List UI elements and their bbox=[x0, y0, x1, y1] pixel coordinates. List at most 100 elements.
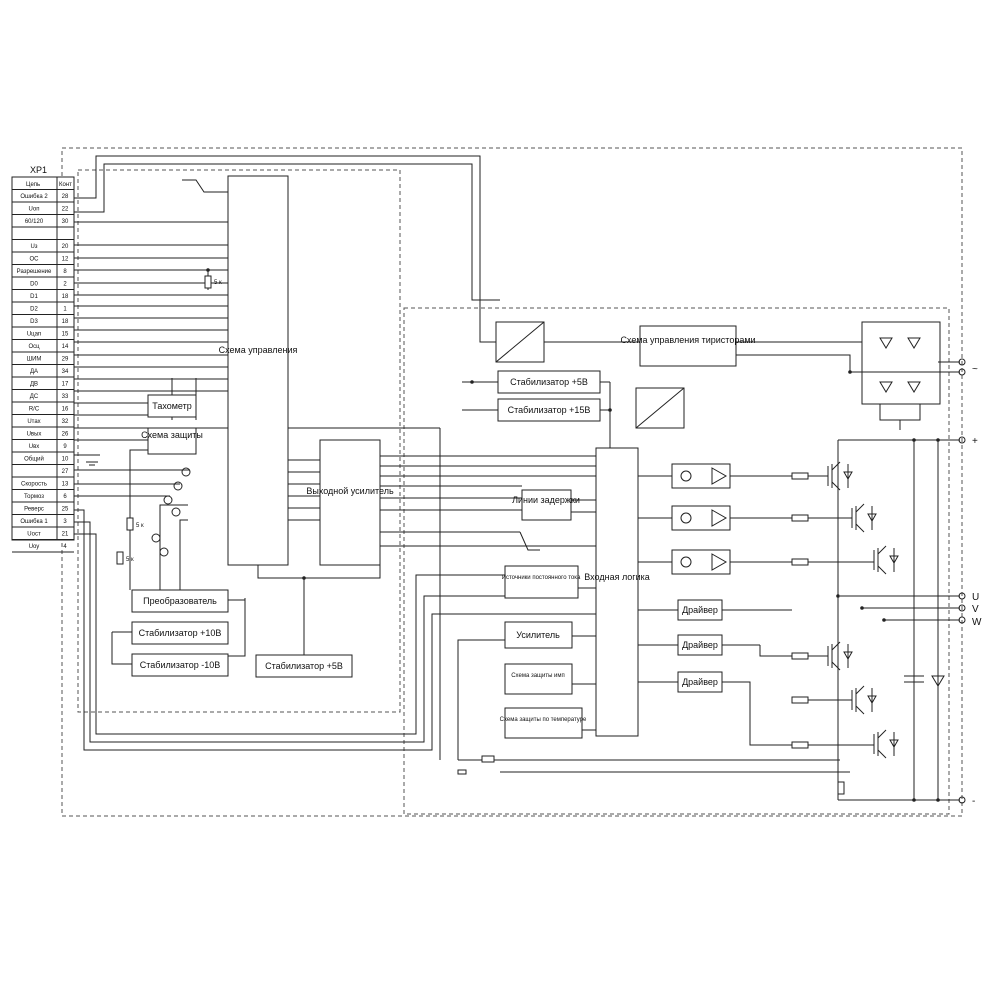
ground-symbol bbox=[86, 461, 98, 466]
pin-number: 17 bbox=[62, 382, 69, 388]
svg-text:Тахометр: Тахометр bbox=[152, 401, 192, 411]
pin-name: Ошибка 1 bbox=[20, 519, 48, 525]
control-scheme-block: Схема управления bbox=[219, 175, 297, 566]
pin-number: 1 bbox=[63, 307, 67, 313]
pin-number: 27 bbox=[62, 469, 69, 475]
pin-name: Ошибка 2 bbox=[20, 194, 48, 200]
svg-text:Стабилизатор +15В: Стабилизатор +15В bbox=[508, 405, 591, 415]
protection-block: Схема защиты bbox=[141, 427, 203, 455]
stabilizer-minus10-block: Стабилизатор -10В bbox=[131, 653, 229, 677]
terminal-ac-2 bbox=[958, 368, 966, 376]
header-contact: Конт bbox=[59, 182, 72, 188]
dc-converter-top bbox=[495, 321, 545, 363]
pin-name: ДС bbox=[30, 394, 39, 400]
svg-text:Драйвер: Драйвер bbox=[682, 640, 718, 650]
igbt-6 bbox=[873, 729, 899, 759]
terminal-u-label: U bbox=[972, 592, 979, 603]
svg-text:Стабилизатор +5В: Стабилизатор +5В bbox=[265, 661, 343, 671]
pin-name: Uоп bbox=[29, 207, 40, 213]
tachometer-block: Тахометр bbox=[147, 394, 197, 418]
pin-number: 30 bbox=[62, 219, 69, 225]
pin-number: 12 bbox=[62, 257, 69, 263]
pin-number: 25 bbox=[62, 507, 69, 513]
svg-text:Стабилизатор -10В: Стабилизатор -10В bbox=[140, 660, 220, 670]
stabilizer-15v-block: Стабилизатор +15В bbox=[497, 398, 601, 422]
current-sources-block: Источники постоянного тока bbox=[502, 565, 581, 599]
amplifier-block: Усилитель bbox=[504, 621, 573, 649]
pin-name: R/C bbox=[29, 407, 40, 413]
pin-name: D0 bbox=[30, 282, 38, 288]
transistor-symbols-left bbox=[151, 467, 191, 557]
svg-text:Схема защиты: Схема защиты bbox=[141, 430, 203, 440]
svg-text:Преобразователь: Преобразователь bbox=[143, 596, 217, 606]
svg-text:Драйвер: Драйвер bbox=[682, 605, 718, 615]
gate-resistors bbox=[791, 472, 809, 749]
svg-text:5 к: 5 к bbox=[214, 280, 222, 286]
terminal-plus bbox=[958, 436, 966, 444]
pin-number: 22 bbox=[62, 207, 69, 213]
resistor-temp bbox=[837, 781, 845, 795]
dc-converter-mid bbox=[635, 387, 685, 429]
bridge-diodes bbox=[879, 337, 921, 393]
pin-name: ШИМ bbox=[27, 357, 42, 363]
pin-number: 26 bbox=[62, 432, 69, 438]
svg-text:Схема защиты имп: Схема защиты имп bbox=[511, 673, 565, 679]
pin-number: 18 bbox=[62, 319, 69, 325]
terminal-minus bbox=[958, 796, 966, 804]
pin-name: Разрешение bbox=[17, 269, 52, 275]
terminal-v bbox=[958, 604, 966, 612]
pin-name: ДВ bbox=[30, 382, 38, 388]
pin-name: Тормоз bbox=[24, 494, 44, 500]
stabilizer-5v-right-block: Стабилизатор +5В bbox=[497, 370, 601, 394]
igbt-3 bbox=[873, 545, 899, 575]
optocouplers bbox=[671, 463, 731, 575]
pin-name: D1 bbox=[30, 294, 38, 300]
terminal-ac-1 bbox=[958, 358, 966, 366]
svg-text:Схема защиты по температуре: Схема защиты по температуре bbox=[500, 717, 587, 723]
pin-name: Реверс bbox=[24, 507, 44, 513]
terminal-plus-label: + bbox=[972, 436, 978, 447]
pin-number: 16 bbox=[62, 407, 69, 413]
pin-number: 15 bbox=[62, 332, 69, 338]
pin-name: ДА bbox=[30, 369, 38, 375]
stabilizer-plus10-block: Стабилизатор +10В bbox=[131, 621, 229, 645]
capacitor-bottom bbox=[457, 769, 467, 775]
pin-name: D3 bbox=[30, 319, 38, 325]
pulse-protection-block: Схема защиты имп bbox=[504, 663, 573, 695]
pin-number: 32 bbox=[62, 419, 69, 425]
pin-name: Uоу bbox=[29, 544, 40, 550]
header-circuit: Цепь bbox=[26, 182, 40, 188]
pin-name: Uтах bbox=[27, 419, 40, 425]
terminal-minus-label: - bbox=[972, 796, 975, 807]
pin-name: ОС bbox=[30, 257, 40, 263]
stabilizer-5v-left-block: Стабилизатор +5В bbox=[255, 654, 353, 678]
driver-block-3: Драйвер bbox=[677, 671, 723, 693]
thyristor-control-block: Схема управления тиристорами bbox=[620, 325, 756, 367]
pin-number: 14 bbox=[62, 344, 69, 350]
pin-name: Общий bbox=[24, 456, 44, 463]
igbt-transistors bbox=[827, 461, 899, 759]
pin-number: 4 bbox=[63, 544, 67, 550]
pin-name: Скорость bbox=[21, 482, 47, 488]
svg-text:Выходной усилитель: Выходной усилитель bbox=[306, 486, 394, 496]
terminal-w bbox=[958, 616, 966, 624]
pin-name: Uцап bbox=[27, 332, 41, 338]
dc-link-capacitor bbox=[904, 675, 924, 683]
pin-number: 20 bbox=[62, 244, 69, 250]
svg-text:5 к: 5 к bbox=[136, 523, 144, 529]
junction-dots bbox=[206, 268, 940, 802]
delay-lines-block: Линии задержки bbox=[512, 489, 580, 521]
pin-number: 8 bbox=[63, 269, 67, 275]
converter-block: Преобразователь bbox=[131, 589, 229, 613]
temp-protection-block: Схема защиты по температуре bbox=[500, 707, 587, 739]
pin-number: 33 bbox=[62, 394, 69, 400]
pin-number: 3 bbox=[63, 519, 67, 525]
output-terminals: ~ + U V W - bbox=[958, 358, 982, 807]
pin-number: 2 bbox=[63, 282, 67, 288]
svg-text:5 к: 5 к bbox=[126, 557, 134, 563]
driver-block-2: Драйвер bbox=[677, 634, 723, 656]
zener-diode bbox=[931, 675, 945, 687]
pin-name: 60/120 bbox=[25, 219, 44, 225]
